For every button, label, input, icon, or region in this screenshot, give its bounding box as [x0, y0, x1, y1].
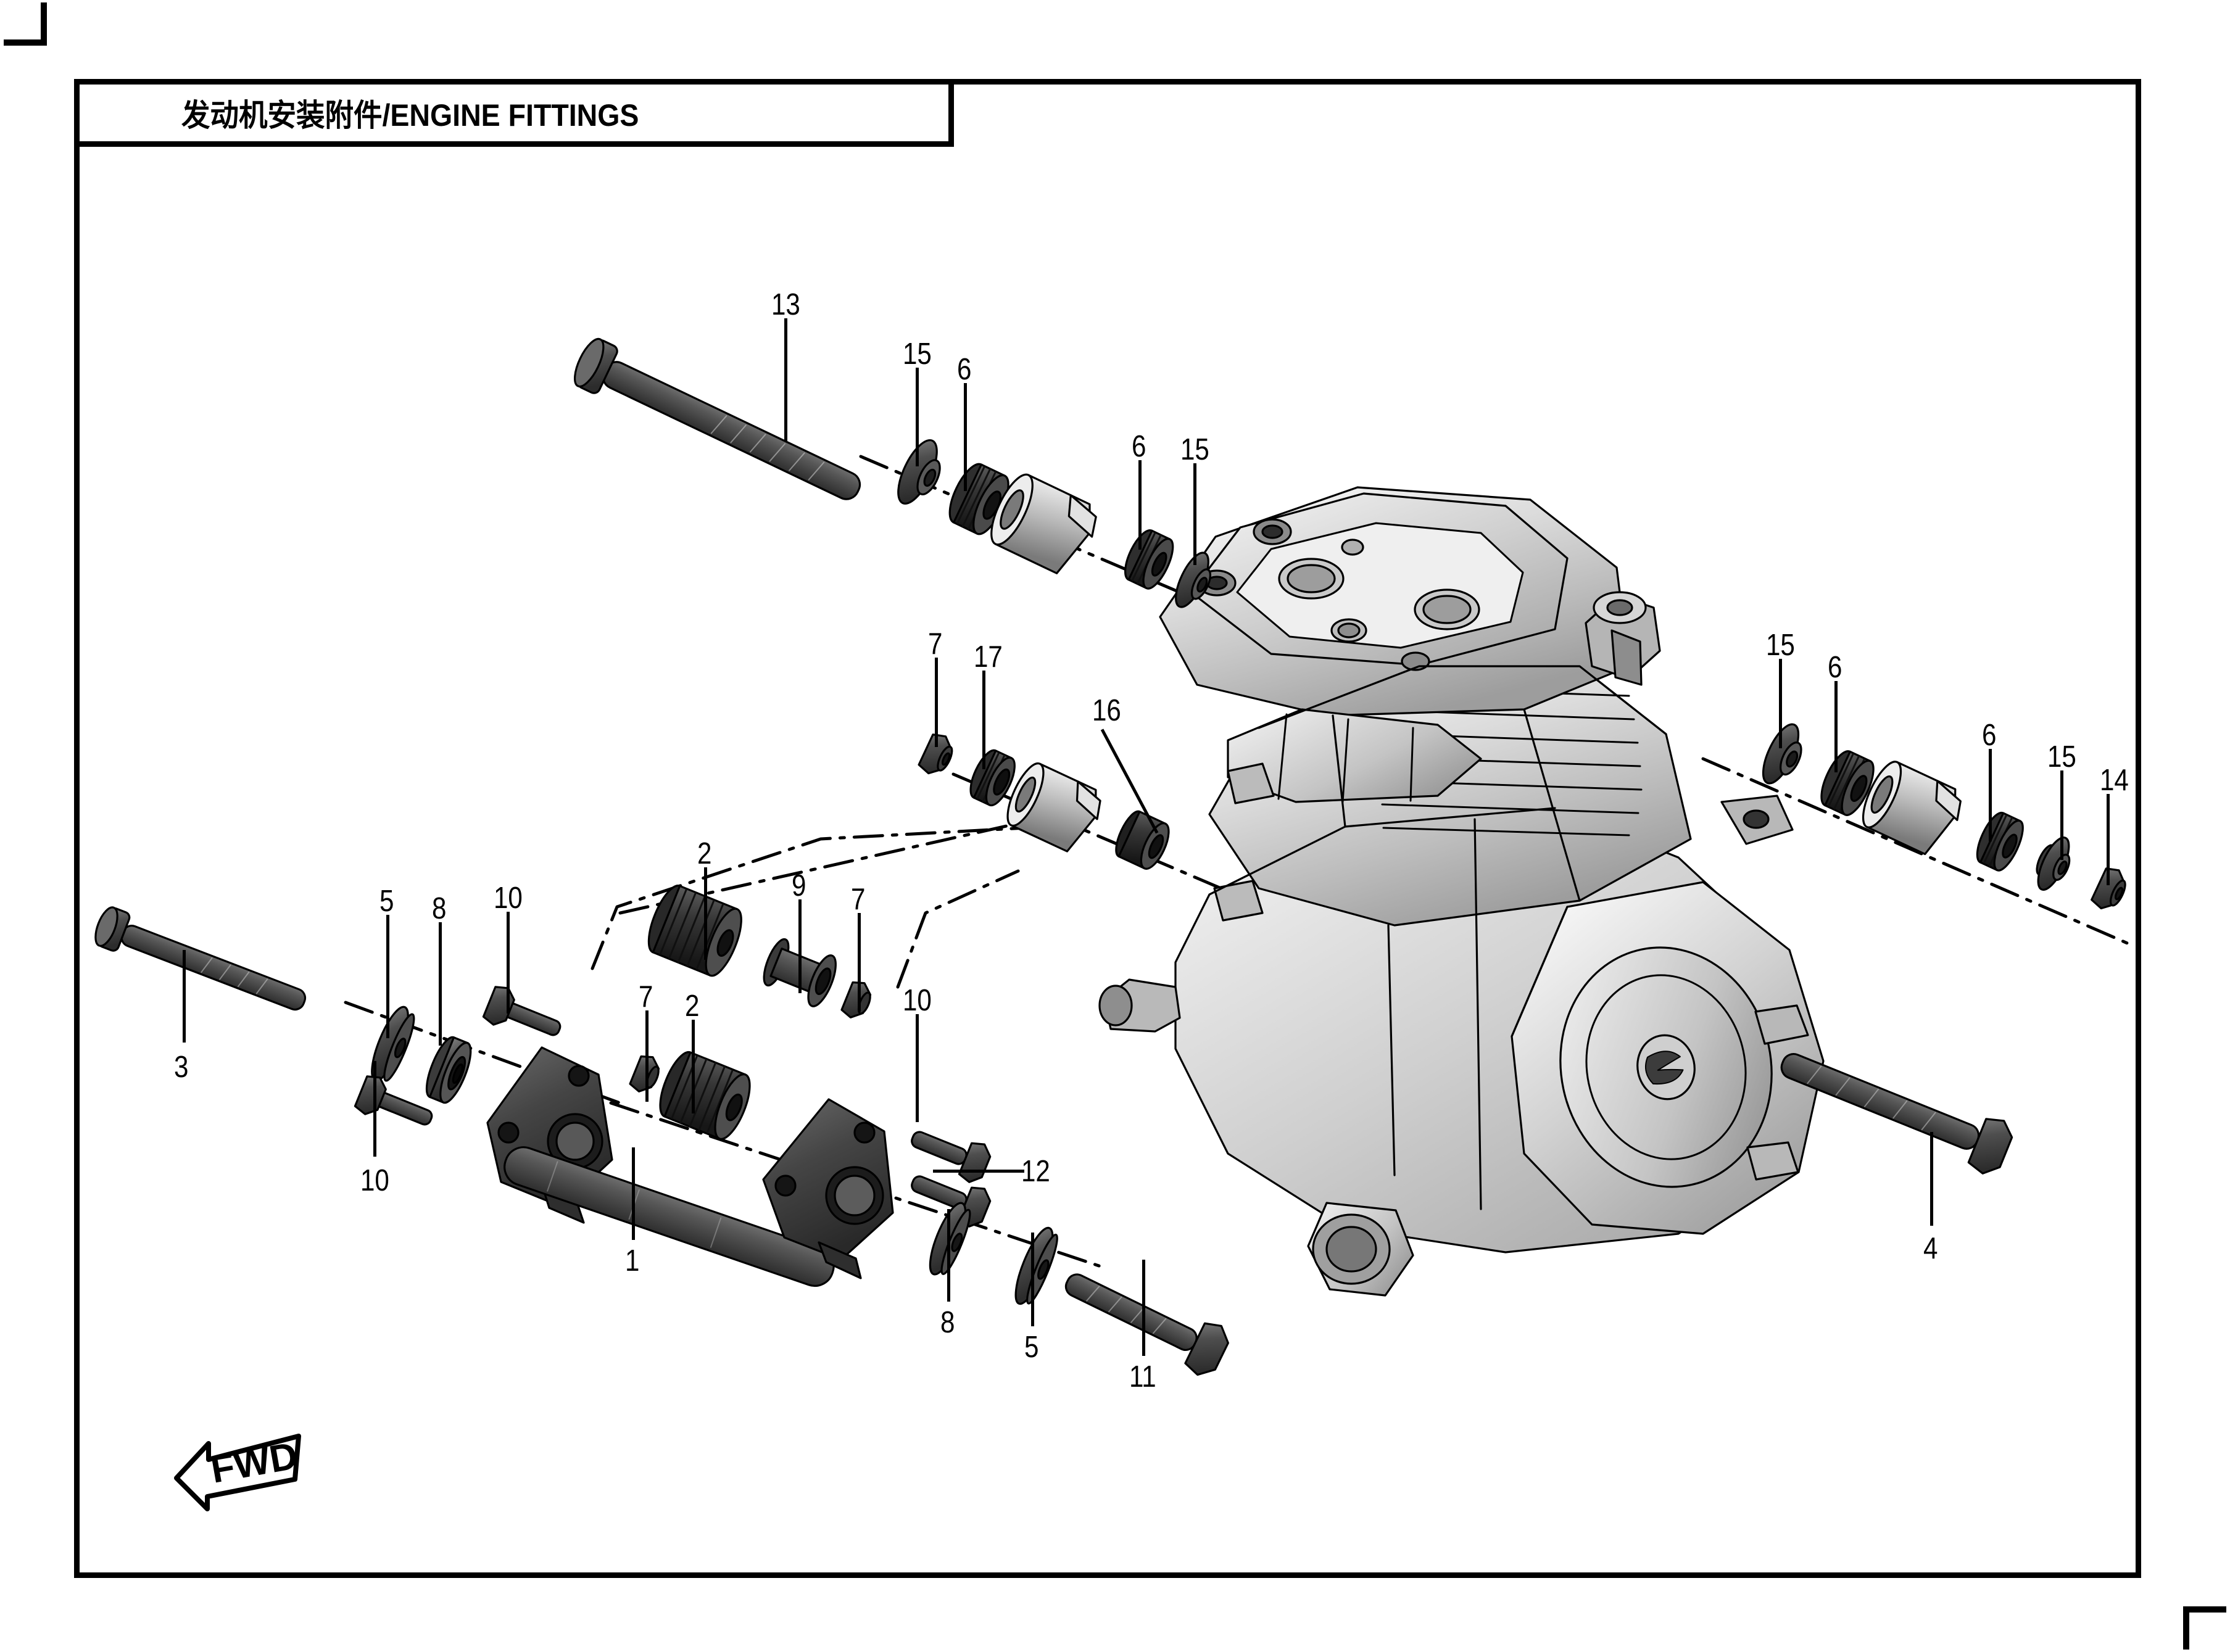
fwd-direction-marker: FWD	[172, 1430, 313, 1513]
leader-line-1	[632, 1147, 635, 1240]
leader-line-8b	[947, 1209, 950, 1302]
callout-2a: 2	[697, 837, 712, 870]
registration-mark-top-left	[4, 2, 47, 46]
leader-line-5b	[1031, 1233, 1034, 1326]
title-block: 发动机安装附件/ENGINE FITTINGS	[74, 79, 954, 147]
callout-4: 4	[1923, 1232, 1938, 1265]
leader-line-10b	[373, 1061, 376, 1157]
callout-9: 9	[792, 869, 806, 902]
leader-line-6a	[964, 383, 967, 491]
leader-line-15b	[1193, 463, 1196, 565]
callout-15a: 15	[903, 337, 932, 371]
leader-line-7c	[645, 1010, 649, 1102]
leader-line-6c	[1834, 681, 1838, 772]
page-title: 发动机安装附件/ENGINE FITTINGS	[181, 98, 639, 133]
callout-5b: 5	[1024, 1331, 1039, 1364]
callout-10c: 10	[903, 984, 932, 1017]
callout-7a: 7	[928, 627, 943, 661]
callout-6d: 6	[1982, 719, 1997, 752]
leader-line-14	[2107, 794, 2110, 885]
callout-5a: 5	[379, 885, 394, 918]
leader-line-5a	[386, 915, 389, 1038]
leader-line-2a	[704, 867, 707, 960]
leader-line-7b	[858, 913, 861, 1012]
callout-6c: 6	[1828, 651, 1842, 684]
callout-10a: 10	[494, 882, 523, 915]
callout-3: 3	[174, 1051, 189, 1084]
callout-14: 14	[2100, 764, 2129, 797]
leader-line-15a	[916, 368, 919, 466]
callout-10b: 10	[360, 1164, 389, 1197]
callout-17: 17	[974, 640, 1003, 674]
leader-line-17	[982, 671, 985, 769]
leader-line-6b	[1138, 460, 1142, 550]
callout-8b: 8	[940, 1306, 955, 1339]
callout-13: 13	[771, 288, 800, 321]
leader-line-6d	[1989, 749, 1992, 841]
leader-line-10a	[507, 912, 510, 1014]
leader-line-10c	[916, 1014, 919, 1122]
leader-line-2b	[692, 1020, 695, 1113]
leader-line-11	[1142, 1260, 1145, 1356]
callout-16: 16	[1092, 694, 1121, 727]
callout-12: 12	[1021, 1155, 1050, 1188]
callout-2b: 2	[685, 989, 700, 1023]
callout-8a: 8	[432, 892, 447, 925]
leader-line-13	[784, 318, 787, 442]
callout-6b: 6	[1132, 430, 1146, 463]
callout-15d: 15	[2047, 740, 2076, 774]
callout-7c: 7	[639, 980, 653, 1014]
callout-15c: 15	[1766, 629, 1795, 662]
leader-line-15d	[2060, 770, 2063, 860]
leader-line-8a	[439, 922, 442, 1046]
callout-1: 1	[625, 1244, 640, 1278]
callout-15b: 15	[1180, 433, 1209, 466]
leader-line-12	[933, 1170, 1024, 1173]
leader-line-3	[183, 950, 186, 1043]
leader-line-15c	[1779, 659, 1782, 748]
drawing-frame	[74, 79, 2141, 1578]
leader-line-7a	[935, 658, 938, 747]
callout-7b: 7	[851, 883, 866, 916]
registration-mark-bottom-right	[2183, 1606, 2226, 1650]
callout-6a: 6	[957, 353, 972, 386]
callout-11: 11	[1129, 1360, 1156, 1394]
leader-line-9	[798, 899, 802, 993]
leader-line-4	[1930, 1132, 1933, 1226]
